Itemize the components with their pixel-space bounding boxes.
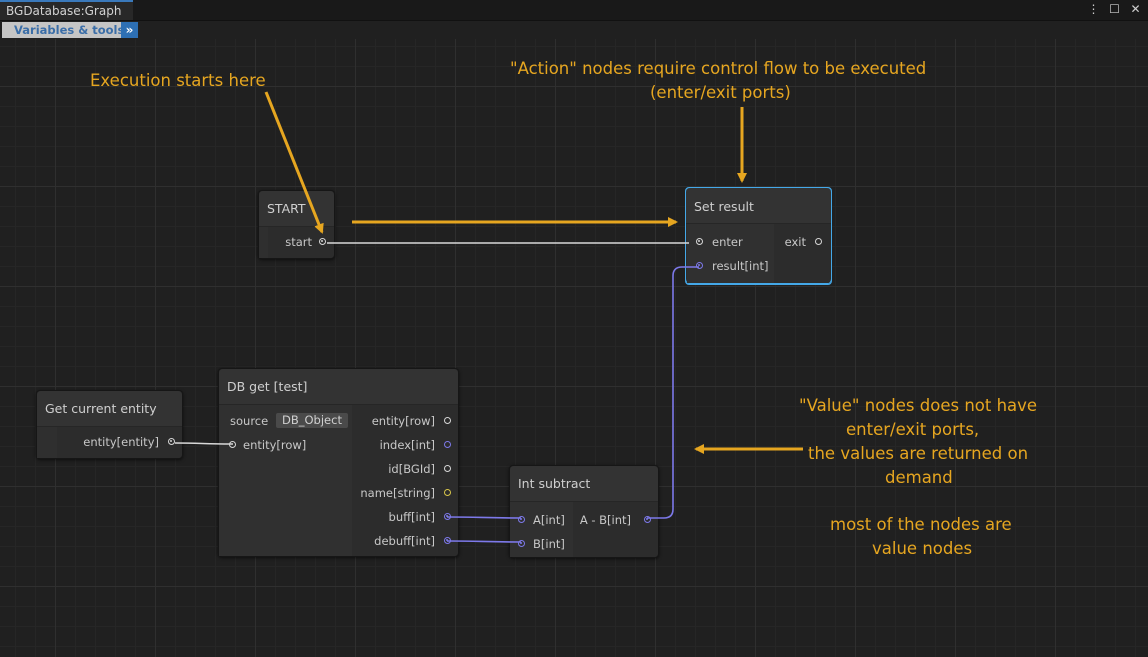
a-port-label: A[int] — [533, 513, 565, 527]
entity-port-label: entity[entity] — [83, 435, 159, 449]
name-out-port[interactable] — [444, 489, 451, 496]
start-out-port[interactable] — [319, 238, 326, 245]
start-node[interactable]: START start — [258, 190, 335, 259]
result-in-port[interactable] — [696, 262, 703, 269]
db-get-node[interactable]: DB get [test] source DB_Object entity[ro… — [218, 368, 459, 557]
result-out-label: A - B[int] — [579, 513, 631, 527]
more-options-icon[interactable]: ⋮ — [1087, 2, 1100, 16]
debuff-out-label: debuff[int] — [374, 534, 435, 548]
entity-row-in-port[interactable] — [229, 441, 236, 448]
entity-row-out-label: entity[row] — [371, 414, 435, 428]
buff-out-label: buff[int] — [388, 510, 435, 524]
window-tab[interactable]: BGDatabase:Graph — [0, 0, 134, 20]
exit-out-port[interactable] — [815, 238, 822, 245]
value-nodes-note-line1: "Value" nodes does not have — [799, 396, 1038, 415]
most-nodes-note-line2: value nodes — [872, 539, 973, 558]
graph-canvas[interactable] — [0, 39, 1148, 657]
action-nodes-note-line1: "Action" nodes require control flow to b… — [510, 59, 927, 78]
node-title: Int subtract — [510, 466, 658, 502]
value-nodes-note-line4: demand — [885, 468, 953, 487]
int-subtract-node[interactable]: Int subtract A[int] B[int] A - B[int] — [509, 465, 659, 558]
entity-row-in-label: entity[row] — [243, 438, 307, 452]
get-current-entity-node[interactable]: Get current entity entity[entity] — [36, 390, 183, 459]
b-port-label: B[int] — [533, 537, 565, 551]
result-out-port[interactable] — [644, 516, 651, 523]
window-titlebar: BGDatabase:Graph ⋮ ☐ ✕ — [0, 0, 1148, 21]
index-out-port[interactable] — [444, 441, 451, 448]
exit-port-label: exit — [784, 235, 806, 249]
expand-panel-icon[interactable]: » — [121, 22, 138, 38]
enter-in-port[interactable] — [696, 238, 703, 245]
entity-row-out-port[interactable] — [444, 417, 451, 424]
value-nodes-note-line2: enter/exit ports, — [846, 420, 980, 439]
value-nodes-note-line3: the values are returned on — [808, 444, 1029, 463]
maximize-icon[interactable]: ☐ — [1109, 2, 1120, 16]
result-port-label: result[int] — [712, 259, 769, 273]
action-nodes-note-line2: (enter/exit ports) — [650, 83, 791, 102]
id-out-port[interactable] — [444, 465, 451, 472]
node-title: Get current entity — [37, 391, 182, 427]
set-result-node[interactable]: Set result enter result[int] exit — [685, 187, 832, 285]
node-title: START — [259, 191, 334, 227]
buff-out-port[interactable] — [444, 513, 451, 520]
start-port-label: start — [285, 235, 312, 249]
enter-port-label: enter — [712, 235, 743, 249]
most-nodes-note-line1: most of the nodes are — [830, 515, 1012, 534]
id-out-label: id[BGId] — [388, 462, 435, 476]
entity-out-port[interactable] — [168, 438, 175, 445]
execution-start-note: Execution starts here — [90, 71, 266, 90]
name-out-label: name[string] — [360, 486, 435, 500]
close-icon[interactable]: ✕ — [1130, 2, 1141, 16]
index-out-label: index[int] — [379, 438, 435, 452]
b-in-port[interactable] — [518, 540, 525, 547]
window-controls: ⋮ ☐ ✕ — [1087, 2, 1142, 16]
graph-toolbar: Variables & tools » — [0, 21, 1148, 39]
node-title: DB get [test] — [219, 369, 458, 405]
a-in-port[interactable] — [518, 516, 525, 523]
debuff-out-port[interactable] — [444, 537, 451, 544]
node-title: Set result — [686, 188, 831, 224]
variables-tools-button[interactable]: Variables & tools — [2, 22, 132, 38]
source-label: source — [230, 414, 269, 428]
source-dropdown[interactable]: DB_Object — [276, 413, 348, 428]
